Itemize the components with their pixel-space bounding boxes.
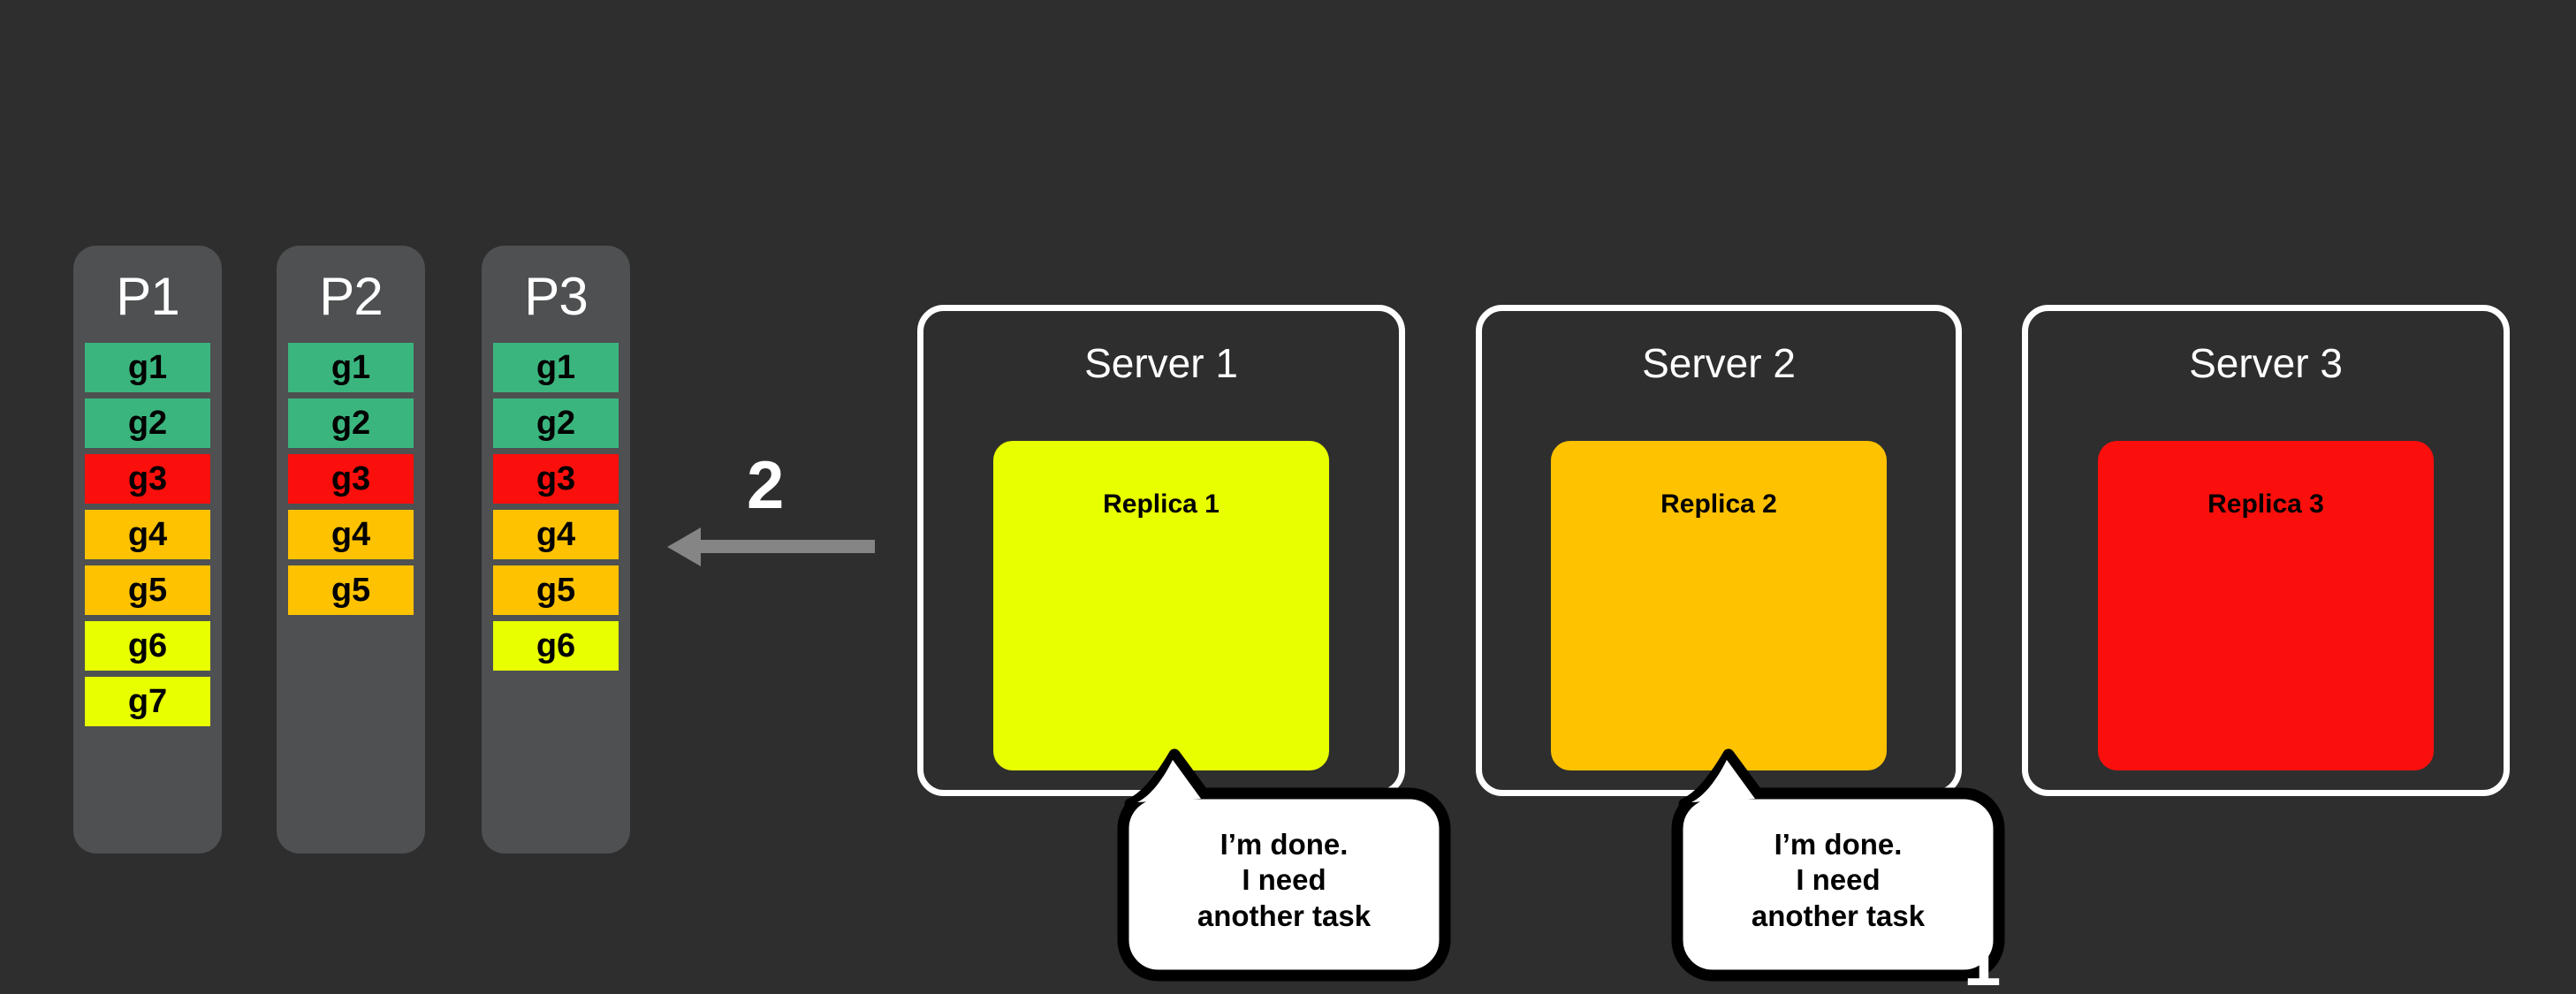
server-title-3: Server 3 (2189, 340, 2343, 386)
group-block[interactable]: g5 (85, 565, 210, 615)
group-block-label: g6 (536, 627, 576, 664)
step-number-1: 1 (1964, 925, 2002, 994)
group-block-label: g5 (331, 572, 371, 609)
server-box-3[interactable]: Server 3 Replica 3 (2022, 305, 2510, 796)
group-block-label: g1 (536, 349, 576, 386)
group-block-label: g5 (536, 572, 576, 609)
replica-box-2[interactable]: Replica 2 (1551, 441, 1887, 770)
group-block[interactable]: g6 (493, 621, 619, 671)
group-block[interactable]: g4 (493, 510, 619, 559)
group-block[interactable]: g1 (493, 343, 619, 392)
group-block-label: g4 (127, 516, 168, 553)
server-title-1: Server 1 (1084, 340, 1238, 386)
server-title-2: Server 2 (1642, 340, 1796, 386)
group-block[interactable]: g2 (85, 398, 210, 448)
group-block[interactable]: g2 (493, 398, 619, 448)
partition-title-p2: P2 (319, 267, 383, 326)
group-block[interactable]: g4 (85, 510, 210, 559)
group-block[interactable]: g1 (85, 343, 210, 392)
replica-box-1[interactable]: Replica 1 (993, 441, 1329, 770)
speech-bubble-shape-2 (1671, 748, 2005, 982)
group-block-label: g2 (536, 405, 576, 442)
speech-bubble-shape-1 (1117, 748, 1451, 982)
speech-bubble-server-2[interactable]: I’m done. I need another task (1670, 748, 2006, 988)
group-block[interactable]: g5 (288, 565, 414, 615)
group-block[interactable]: g3 (85, 454, 210, 504)
group-list-p2: g1 g2 g3 g4 g5 (277, 343, 425, 615)
group-block-label: g6 (127, 627, 168, 664)
group-block-label: g3 (331, 460, 371, 497)
group-block-label: g4 (536, 516, 576, 553)
partition-column-p1[interactable]: P1 g1 g2 g3 g4 g5 g6 g7 (73, 246, 222, 854)
partition-title-p3: P3 (524, 267, 588, 326)
replica-box-3[interactable]: Replica 3 (2098, 441, 2434, 770)
server-box-2[interactable]: Server 2 Replica 2 (1476, 305, 1962, 796)
group-block-label: g5 (127, 572, 168, 609)
group-block[interactable]: g6 (85, 621, 210, 671)
group-block[interactable]: g7 (85, 677, 210, 726)
group-block[interactable]: g1 (288, 343, 414, 392)
group-block-label: g1 (127, 349, 168, 386)
step-number-2: 2 (747, 448, 785, 523)
partition-column-p3[interactable]: P3 g1 g2 g3 g4 g5 g6 (482, 246, 630, 854)
group-block[interactable]: g2 (288, 398, 414, 448)
group-block[interactable]: g3 (288, 454, 414, 504)
group-block-label: g7 (127, 683, 168, 720)
arrow-left-icon (667, 527, 875, 566)
group-list-p1: g1 g2 g3 g4 g5 g6 g7 (73, 343, 222, 726)
partition-title-p1: P1 (116, 267, 179, 326)
partition-column-p2[interactable]: P2 g1 g2 g3 g4 g5 (277, 246, 425, 854)
group-block-label: g2 (127, 405, 168, 442)
group-block-label: g4 (331, 516, 371, 553)
group-block-label: g3 (127, 460, 168, 497)
group-block[interactable]: g5 (493, 565, 619, 615)
group-block-label: g1 (331, 349, 371, 386)
speech-bubble-server-1[interactable]: I’m done. I need another task (1116, 748, 1452, 988)
replica-label-3: Replica 3 (2207, 489, 2324, 519)
group-block[interactable]: g4 (288, 510, 414, 559)
server-box-1[interactable]: Server 1 Replica 1 (917, 305, 1405, 796)
group-block-label: g2 (331, 405, 371, 442)
group-list-p3: g1 g2 g3 g4 g5 g6 (482, 343, 630, 671)
replica-label-1: Replica 1 (1103, 489, 1220, 519)
group-block-label: g3 (536, 460, 576, 497)
group-block[interactable]: g3 (493, 454, 619, 504)
replica-label-2: Replica 2 (1660, 489, 1777, 519)
